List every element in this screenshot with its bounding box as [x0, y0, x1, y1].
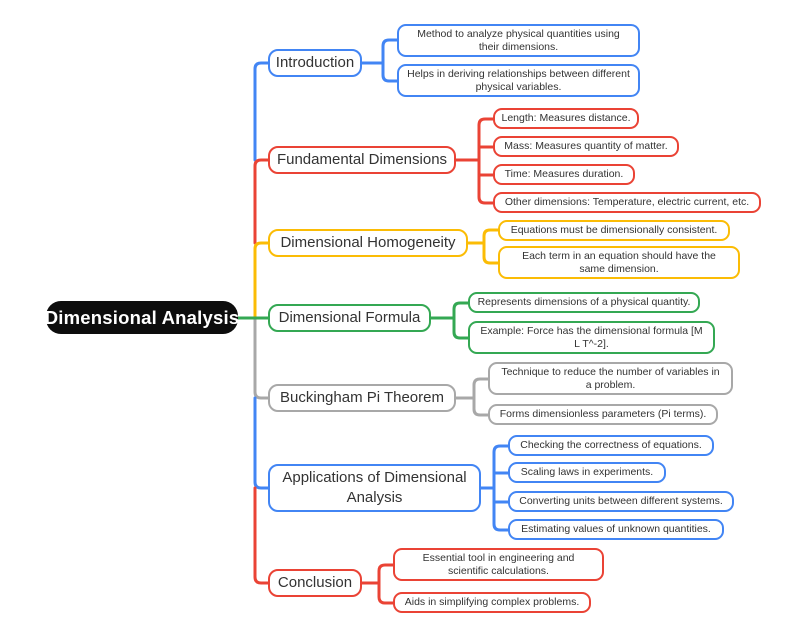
leaf-formula-2[interactable]: Example: Force has the dimensional formu… — [468, 321, 715, 354]
leaf-homogeneity-1[interactable]: Equations must be dimensionally consiste… — [498, 220, 730, 241]
leaf-fundamental-1[interactable]: Length: Measures distance. — [493, 108, 639, 129]
leaf-formula-1[interactable]: Represents dimensions of a physical quan… — [468, 292, 700, 313]
trunk-segment-fundamental — [253, 158, 271, 245]
bracket-conclusion — [377, 563, 396, 605]
bracket-homogeneity — [482, 228, 501, 265]
leaf-conclusion-2[interactable]: Aids in simplifying complex problems. — [393, 592, 591, 613]
branch-node-dimensional-homogeneity[interactable]: Dimensional Homogeneity — [268, 229, 468, 257]
trunk-segment-homogeneity — [253, 241, 271, 320]
leaf-buckingham-1[interactable]: Technique to reduce the number of variab… — [488, 362, 733, 395]
branch-node-dimensional-formula[interactable]: Dimensional Formula — [268, 304, 431, 332]
branch-node-fundamental-dimensions[interactable]: Fundamental Dimensions — [268, 146, 456, 174]
leaf-introduction-1[interactable]: Method to analyze physical quantities us… — [397, 24, 640, 57]
branch-node-conclusion[interactable]: Conclusion — [268, 569, 362, 597]
bracket-introduction — [381, 38, 400, 83]
leaf-buckingham-2[interactable]: Forms dimensionless parameters (Pi terms… — [488, 404, 718, 425]
leaf-applications-3[interactable]: Converting units between different syste… — [508, 491, 734, 512]
trunk-segment-introduction — [253, 61, 271, 162]
branch-node-introduction[interactable]: Introduction — [268, 49, 362, 77]
root-node[interactable]: Dimensional Analysis — [45, 301, 239, 334]
branch-node-buckingham-pi-theorem[interactable]: Buckingham Pi Theorem — [268, 384, 456, 412]
trunk-segment-applications — [253, 396, 271, 490]
leaf-applications-4[interactable]: Estimating values of unknown quantities. — [508, 519, 724, 540]
bracket-buckingham — [472, 377, 491, 417]
leaf-fundamental-4[interactable]: Other dimensions: Temperature, electric … — [493, 192, 761, 213]
leaf-applications-1[interactable]: Checking the correctness of equations. — [508, 435, 714, 456]
bracket-applications — [492, 444, 511, 532]
leaf-introduction-2[interactable]: Helps in deriving relationships between … — [397, 64, 640, 97]
leaf-applications-2[interactable]: Scaling laws in experiments. — [508, 462, 666, 483]
leaf-fundamental-2[interactable]: Mass: Measures quantity of matter. — [493, 136, 679, 157]
leaf-fundamental-3[interactable]: Time: Measures duration. — [493, 164, 635, 185]
trunk-segment-conclusion — [253, 486, 271, 585]
leaf-homogeneity-2[interactable]: Each term in an equation should have the… — [498, 246, 740, 279]
trunk-segment-buckingham — [253, 316, 271, 400]
bracket-formula — [452, 301, 471, 340]
bracket-fundamental — [477, 117, 496, 205]
leaf-conclusion-1[interactable]: Essential tool in engineering and scient… — [393, 548, 604, 581]
branch-node-applications[interactable]: Applications of Dimensional Analysis — [268, 464, 481, 512]
